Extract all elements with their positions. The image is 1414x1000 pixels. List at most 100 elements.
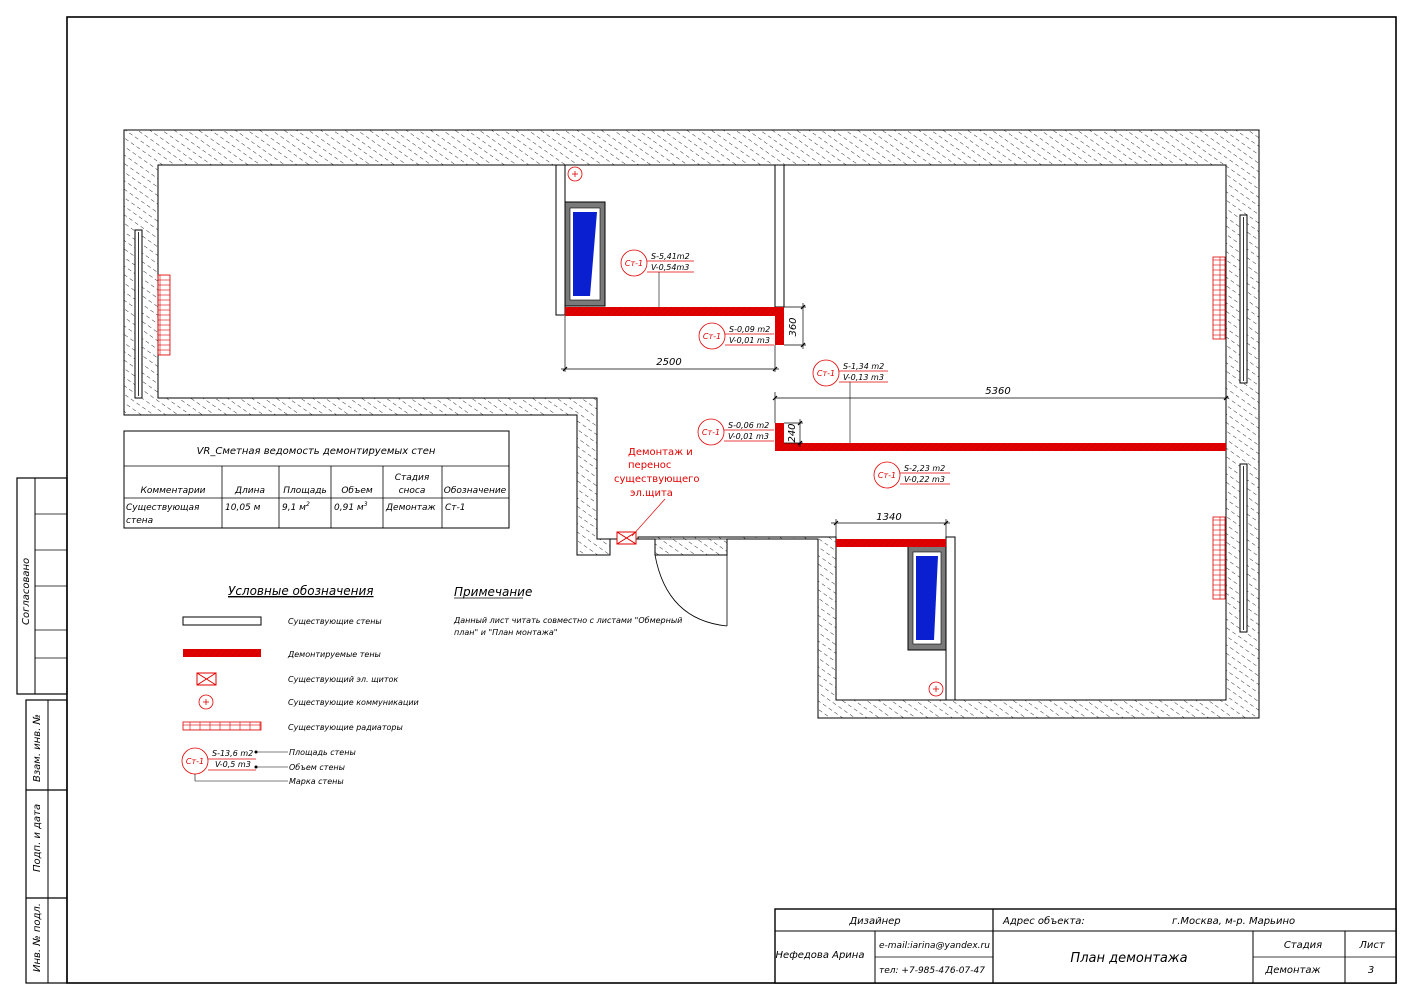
legend-tag-example: Ст-1 S-13,6 m2 V-0,5 m3 Площадь стены Об… [181, 747, 356, 786]
dimension-lines [561, 303, 1229, 539]
partition [774, 164, 785, 308]
stage-value: Демонтаж [1264, 965, 1320, 976]
legend-symbol-demolish-wall [183, 649, 261, 657]
partition [945, 536, 956, 701]
title-block: Дизайнер Адрес объекта: г.Москва, м-р. М… [774, 908, 1397, 984]
tag-label: Площадь стены [289, 748, 356, 757]
stamp-podp-data: Подп. и дата [32, 804, 43, 872]
tag-example-mark: Ст-1 [186, 757, 204, 766]
outer-walls [123, 129, 1260, 719]
legend-symbol-radiator [182, 721, 262, 731]
note-title: Примечание [454, 585, 532, 599]
electrical-panel [616, 531, 637, 545]
demolish-wall [836, 539, 946, 547]
demolish-wall [775, 443, 1226, 451]
note-line: Демонтаж и [628, 447, 693, 458]
cell-volume: 0,91 м3 [334, 501, 368, 513]
col-header: Объем [341, 486, 373, 496]
col-header: Площадь [283, 486, 327, 496]
wall-tag: Ст-1 S-0,09 m2 V-0,01 m3 [698, 322, 774, 350]
designer-name: Нефедова Арина [776, 950, 865, 961]
legend-item: Демонтируемые тены [287, 650, 381, 659]
legend-symbol-existing-wall [182, 616, 262, 626]
demolition-schedule: VR_Сметная ведомость демонтируемых стен … [123, 430, 510, 529]
panel-relocation-note: Демонтаж и перенос существующего эл.щита [614, 447, 699, 537]
demolish-wall [775, 423, 784, 443]
note: Примечание Данный лист читать совместно … [453, 585, 682, 637]
address-label: Адрес объекта: [1002, 915, 1085, 927]
address: г.Москва, м-р. Марьино [1172, 916, 1295, 927]
cell-designation: Ст-1 [445, 503, 466, 513]
legend-symbol-communication [198, 694, 214, 710]
wall-tag-volume: V-0,22 m3 [904, 475, 945, 484]
note-line: существующего [614, 474, 699, 485]
legend-item: Существующие коммуникации [288, 698, 419, 707]
cell-area: 9,1 м2 [282, 501, 310, 513]
wall-tag-area: S-2,23 m2 [904, 464, 945, 473]
col-header: Стадия [395, 473, 430, 483]
cell-length: 10,05 м [225, 503, 261, 513]
wall-tag-volume: V-0,01 m3 [728, 432, 769, 441]
note-line: перенос [628, 460, 671, 471]
wall-tag: Ст-1 S-2,23 m2 V-0,22 m3 [873, 461, 950, 489]
legend: Условные обозначения Существующие стены … [181, 584, 419, 786]
legend-item: Существующие радиаторы [288, 723, 403, 732]
designer-phone: тел: +7-985-476-07-47 [879, 966, 985, 976]
wall-tag-area: S-0,06 m2 [728, 421, 769, 430]
legend-title: Условные обозначения [228, 584, 374, 598]
col-header: Длина [234, 486, 265, 496]
door-swing [654, 554, 728, 627]
wall-tag-mark: Ст-1 [878, 471, 896, 480]
communication-marker [928, 681, 944, 697]
legend-item: Существующие стены [288, 617, 382, 626]
stage-label: Стадия [1284, 940, 1322, 951]
tag-example-area: S-13,6 m2 [212, 749, 253, 758]
cell-stage: Демонтаж [385, 503, 437, 513]
vent-shaft [907, 545, 947, 651]
tag-example-volume: V-0,5 m3 [215, 760, 251, 769]
legend-item: Существующий эл. щиток [288, 675, 398, 684]
dim-240: 240 [787, 423, 798, 442]
wall-tag-mark: Ст-1 [703, 332, 721, 341]
wall-tag-volume: V-0,54m3 [651, 263, 689, 272]
note-line: Данный лист читать совместно с листами "… [453, 616, 682, 625]
wall-tag: Ст-1 S-5,41m2 V-0,54m3 [620, 249, 694, 307]
demolish-wall [565, 307, 775, 316]
tag-label: Объем стены [289, 763, 345, 772]
stamp-vzam-inv: Взам. инв. № [32, 714, 43, 782]
vent-shaft [564, 201, 606, 307]
stamp-inv-podl: Инв. № подл. [32, 903, 43, 972]
radiator [1212, 516, 1226, 600]
radiator [1212, 256, 1226, 340]
cell-comment: Существующая [126, 503, 200, 513]
wall-tag-mark: Ст-1 [702, 428, 720, 437]
demolish-wall [775, 307, 784, 345]
wall-tag: Ст-1 S-1,34 m2 V-0,13 m3 [812, 359, 888, 443]
radiator [157, 274, 171, 356]
note-line: эл.щита [630, 488, 673, 499]
partition [555, 164, 566, 316]
dim-1340: 1340 [876, 512, 901, 523]
side-stamp: Согласовано Взам. инв. № Подп. и дата Ин… [16, 477, 68, 984]
floor-plan: 2500 360 5360 240 1340 Ст-1 S-5,41m2 V-0… [123, 129, 1260, 719]
sheet-label: Лист [1358, 940, 1386, 951]
communication-marker [567, 166, 583, 182]
col-header: сноса [399, 486, 426, 496]
sheet-title: План демонтажа [1070, 951, 1187, 966]
dim-2500: 2500 [656, 357, 681, 368]
dim-5360: 5360 [985, 386, 1010, 397]
wall-tag-volume: V-0,13 m3 [843, 373, 884, 382]
wall-tag-mark: Ст-1 [817, 369, 835, 378]
sheet-number: 3 [1368, 965, 1374, 976]
wall-tag: Ст-1 S-0,06 m2 V-0,01 m3 [697, 418, 774, 446]
col-header: Комментарии [140, 486, 205, 496]
wall-tag-mark: Ст-1 [625, 259, 643, 268]
legend-symbol-panel [196, 672, 217, 686]
cell-comment: стена [126, 516, 153, 526]
note-line: план" и "План монтажа" [454, 628, 557, 637]
wall-tag-area: S-5,41m2 [651, 252, 690, 261]
col-header: Обозначение [444, 486, 507, 496]
designer-label: Дизайнер [848, 916, 900, 927]
wall-tag-area: S-1,34 m2 [843, 362, 884, 371]
